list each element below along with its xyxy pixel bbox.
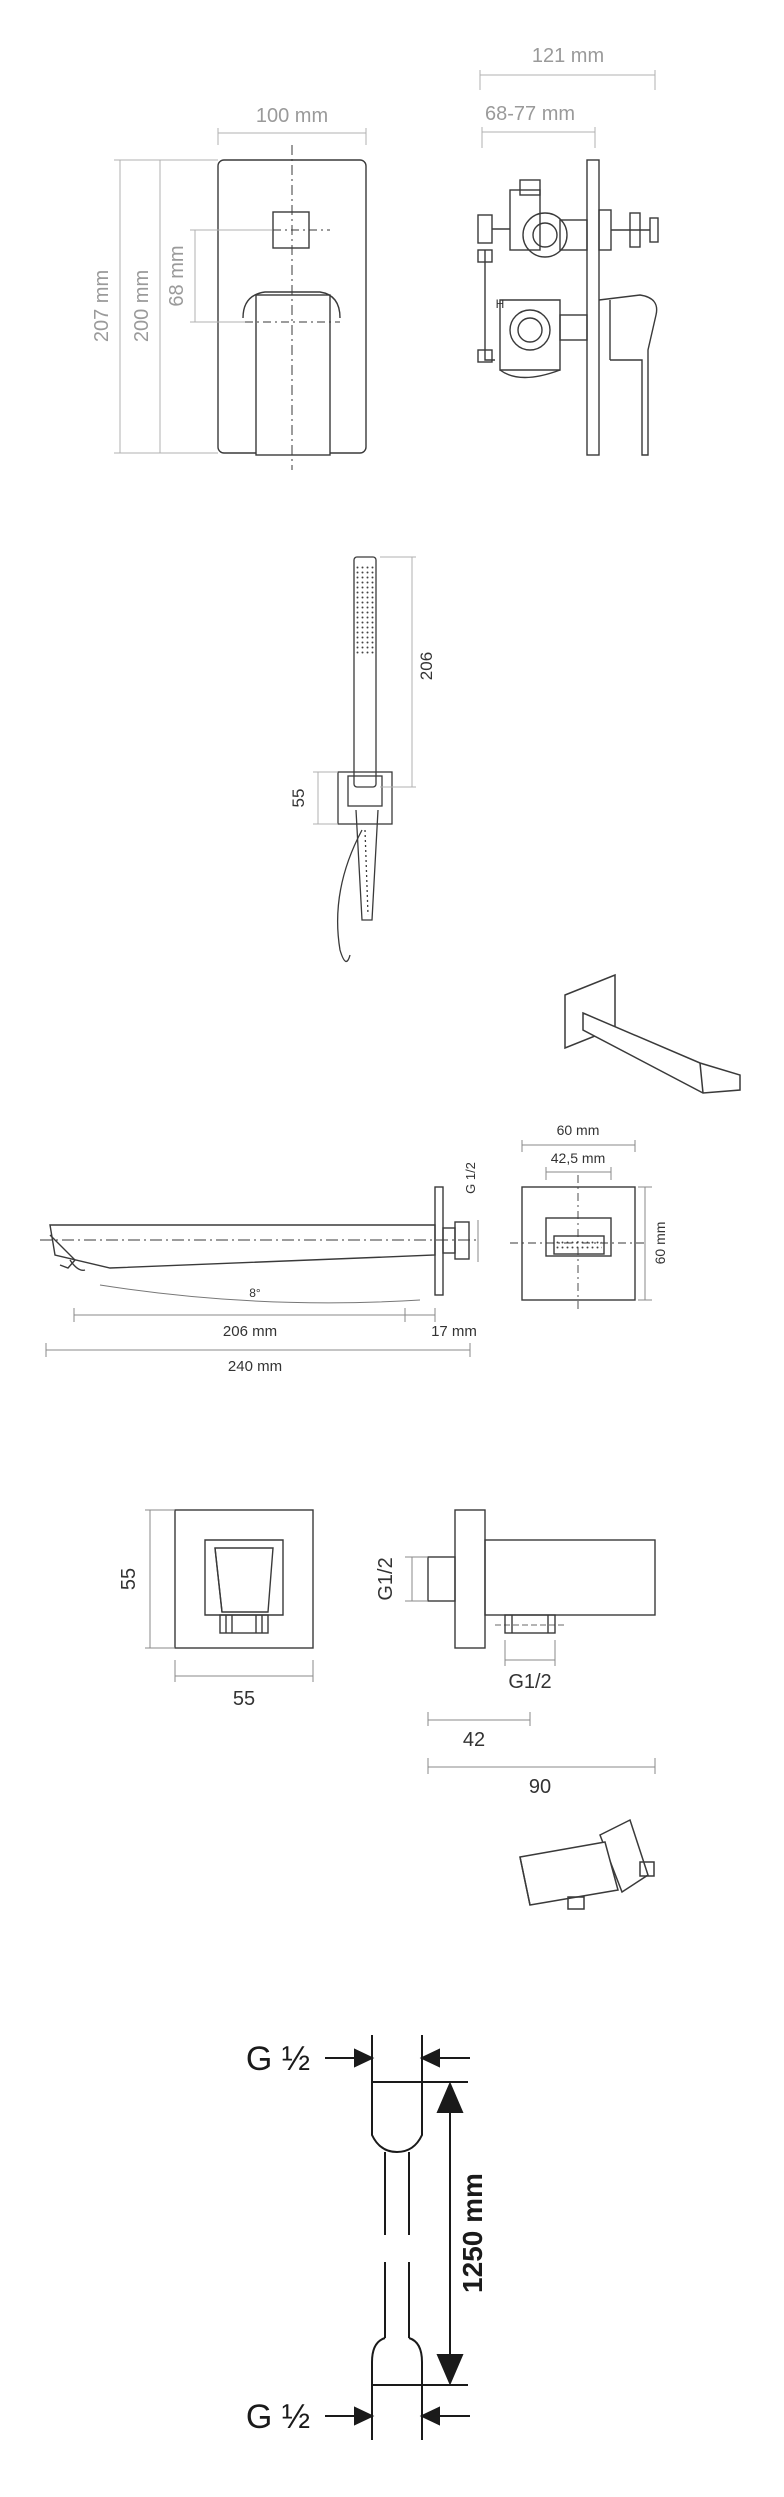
spout-plate-width-label: 60 mm xyxy=(557,1122,600,1138)
hand-shower-dimensions xyxy=(313,556,416,825)
mixer-plate-height-label: 200 mm xyxy=(131,270,153,342)
spout-front-dimensions xyxy=(521,1140,652,1301)
wall-outlet-thread-left-label: G1/2 xyxy=(375,1557,397,1600)
spout-perspective-view xyxy=(564,973,741,1094)
wall-outlet-perspective-view xyxy=(519,1818,655,1910)
hand-shower-holder-height-label: 55 xyxy=(289,789,308,808)
hose-dimensions xyxy=(325,2048,470,2426)
wall-outlet-depth-inner-label: 42 xyxy=(463,1729,485,1751)
spout-reach-label: 206 mm xyxy=(223,1323,277,1340)
wall-outlet-depth-total-label: 90 xyxy=(529,1776,551,1798)
wall-outlet-side-view xyxy=(427,1509,656,1649)
hand-shower-drawing xyxy=(336,556,393,962)
mixer-side-depth-total-label: 121 mm xyxy=(532,45,604,67)
mixer-handle-offset-label: 68 mm xyxy=(166,245,188,306)
mixer-side-view xyxy=(477,159,659,456)
wall-outlet-front-height-label: 55 xyxy=(118,1568,140,1590)
mixer-front-dimensions xyxy=(114,128,367,454)
mixer-side-marker: H xyxy=(496,297,505,311)
spout-total-length-label: 240 mm xyxy=(228,1358,282,1375)
spout-angle-label: 8° xyxy=(249,1286,261,1300)
mixer-front-view xyxy=(217,145,367,470)
mixer-side-dimensions xyxy=(479,70,656,148)
wall-outlet-front-view xyxy=(174,1509,314,1649)
spout-front-view xyxy=(510,1175,648,1312)
hose-length-label: 1250 mm xyxy=(457,2173,488,2293)
wall-outlet-side-dimensions xyxy=(405,1556,656,1774)
mixer-total-height-label: 207 mm xyxy=(91,270,113,342)
spout-side-view xyxy=(40,1186,480,1304)
spout-plate-height-label: 60 mm xyxy=(652,1222,668,1265)
wall-outlet-thread-bottom-label: G1/2 xyxy=(508,1671,551,1693)
hose-top-connector-label: G ½ xyxy=(246,2040,310,2078)
spout-dimensions xyxy=(45,1220,479,1357)
mixer-front-width-label: 100 mm xyxy=(256,105,328,127)
spout-inner-width-label: 42,5 mm xyxy=(551,1150,605,1166)
wall-outlet-front-dimensions xyxy=(145,1509,314,1682)
spout-plate-depth-label: 17 mm xyxy=(431,1323,477,1340)
mixer-side-depth-range-label: 68-77 mm xyxy=(485,103,575,125)
hose-drawing xyxy=(371,2035,423,2440)
hose-bottom-connector-label: G ½ xyxy=(246,2398,310,2436)
wall-outlet-front-width-label: 55 xyxy=(233,1688,255,1710)
spout-thread-label: G 1/2 xyxy=(463,1162,478,1194)
hand-shower-length-label: 206 xyxy=(417,652,436,680)
